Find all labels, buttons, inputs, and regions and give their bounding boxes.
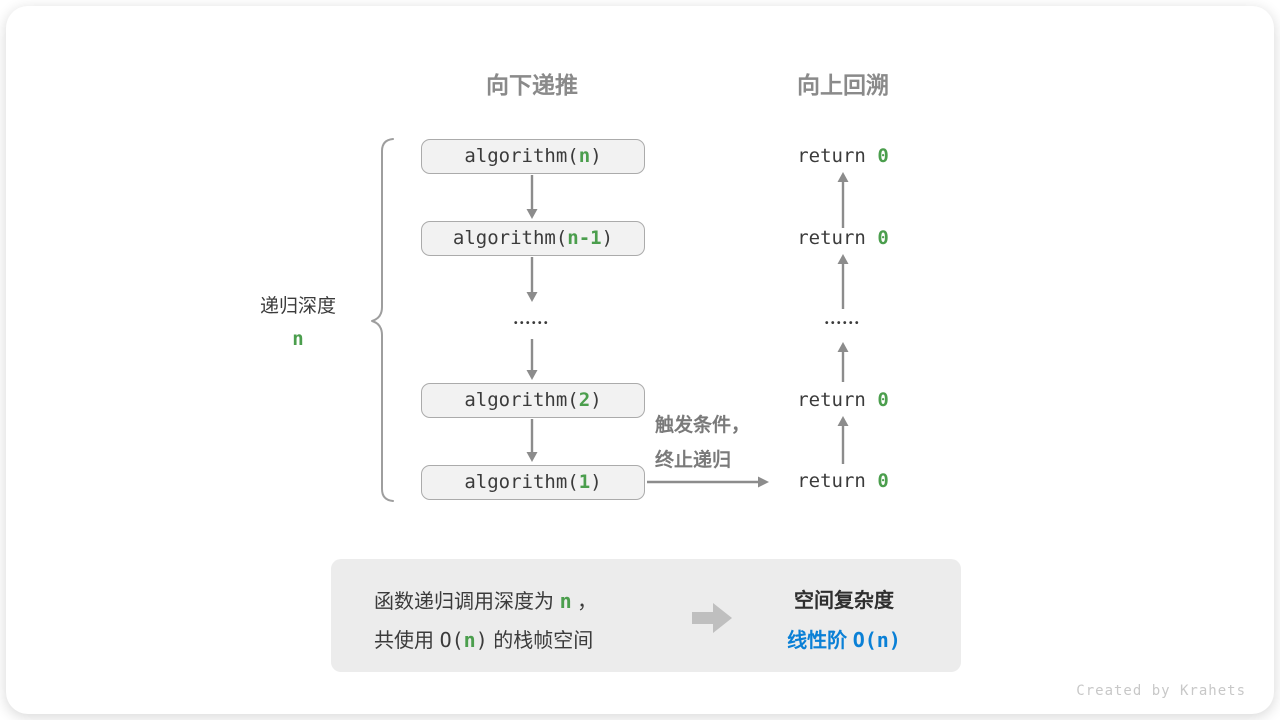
up-arrow-icon [837, 254, 849, 309]
return-row: return 0 [797, 470, 889, 492]
frame-algorithm-n: algorithm(n) [421, 139, 645, 174]
header-downward-recursion: 向下递推 [486, 72, 578, 98]
space-complexity-title: 空间复杂度 [794, 590, 894, 612]
up-arrow-icon [837, 416, 849, 464]
depth-brace [371, 138, 394, 502]
base-case-note-line1: 触发条件， [655, 415, 751, 436]
base-case-arrow-icon [647, 476, 769, 488]
depth-value: n [292, 328, 304, 350]
stack-ellipsis: •••••• [513, 318, 550, 329]
down-arrow-icon [526, 175, 538, 219]
return-row: return 0 [797, 145, 889, 167]
depth-label: 递归深度 [259, 296, 336, 317]
frame-algorithm-n-1: algorithm(n-1) [421, 221, 645, 256]
frame-algorithm-1: algorithm(1) [421, 465, 645, 500]
down-arrow-icon [526, 257, 538, 302]
return-row: return 0 [797, 227, 889, 249]
return-row: return 0 [797, 389, 889, 411]
summary-panel [331, 559, 961, 672]
up-arrow-icon [837, 172, 849, 228]
down-arrow-icon [526, 339, 538, 380]
space-complexity-result: 线性阶 O(n) [787, 628, 901, 652]
return-ellipsis: •••••• [824, 318, 861, 329]
summary-line2: 共使用 O(n) 的栈帧空间 [374, 628, 594, 652]
header-upward-backtrack: 向上回溯 [797, 72, 889, 98]
frame-algorithm-2: algorithm(2) [421, 383, 645, 418]
diagram-card: 向下递推 向上回溯 递归深度 n algorithm(n) algorithm(… [6, 6, 1274, 714]
watermark-credit: Created by Krahets [1076, 683, 1246, 699]
down-arrow-icon [526, 419, 538, 462]
base-case-note-line2: 终止递归 [655, 450, 732, 471]
summary-line1: 函数递归调用深度为 n ， [374, 589, 598, 613]
implies-arrow-icon [692, 603, 732, 633]
up-arrow-icon [837, 342, 849, 382]
